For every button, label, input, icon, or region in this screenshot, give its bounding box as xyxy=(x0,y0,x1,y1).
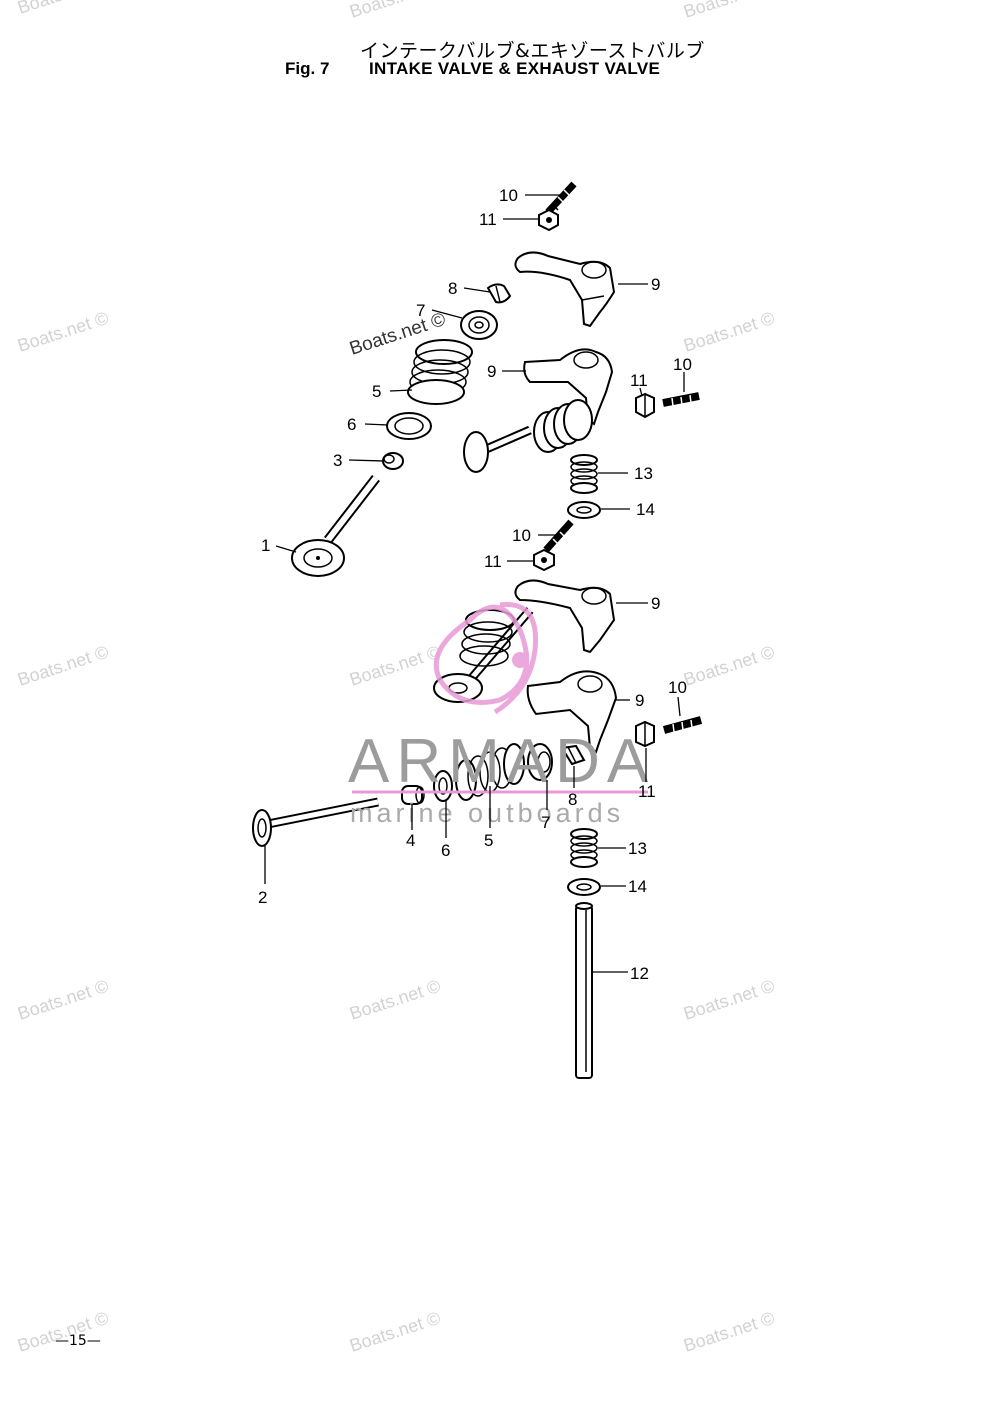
callout-10: 10 xyxy=(512,526,531,545)
armada-logo xyxy=(433,602,539,715)
callout-8: 8 xyxy=(568,790,577,809)
valve-cotter-lower xyxy=(560,744,586,766)
adjuster-screw-top xyxy=(545,181,577,215)
watermark-text: Boats.net © xyxy=(15,642,111,690)
push-rod xyxy=(575,902,593,1079)
leader-lines xyxy=(264,194,685,973)
callout-11: 11 xyxy=(630,371,648,390)
callout-10: 10 xyxy=(499,186,518,205)
washer-upper xyxy=(567,501,601,519)
callout-14: 14 xyxy=(636,500,655,519)
lock-nut-mid xyxy=(533,548,555,572)
adjuster-screw-mid xyxy=(543,519,574,553)
callout-4: 4 xyxy=(406,831,415,850)
exhaust-valve xyxy=(252,797,379,847)
washer-lower xyxy=(567,878,601,896)
callout-10: 10 xyxy=(673,355,692,374)
watermark-text: Boats.net © xyxy=(347,0,443,22)
watermark-text: Boats.net © xyxy=(681,0,777,22)
watermark-text: Boats.net © xyxy=(681,642,777,690)
callout-1: 1 xyxy=(261,536,270,555)
lock-nut-top xyxy=(538,208,559,232)
watermark-text: Boats.net © xyxy=(681,308,777,356)
valve-guide-intake xyxy=(382,452,404,470)
callout-9: 9 xyxy=(487,362,496,381)
callout-7: 7 xyxy=(541,813,550,832)
watermark-text: Boats.net © xyxy=(681,1308,777,1356)
callout-5: 5 xyxy=(484,831,493,850)
assembled-valve-lower xyxy=(433,607,534,703)
rocker-arm-upper-1 xyxy=(514,251,616,328)
brand-logo-text: ARMADA xyxy=(348,727,655,796)
brand-tagline: marine outboards xyxy=(350,798,624,828)
assembled-valve-upper xyxy=(463,399,593,473)
watermark-text: Boats.net © xyxy=(15,0,111,18)
callout-6: 6 xyxy=(441,841,450,860)
lock-nut-right-lower xyxy=(635,720,655,748)
rocker-arm-upper-2 xyxy=(523,348,614,426)
callout-9: 9 xyxy=(635,691,644,710)
rocker-arm-lower-1 xyxy=(514,579,616,654)
watermark-text: Boats.net © xyxy=(15,308,111,356)
watermark-text: Boats.net © xyxy=(347,1308,443,1356)
pushrod-spring-lower xyxy=(570,828,598,868)
title-japanese: インテークバルブ&エキゾーストバルブ xyxy=(360,40,705,62)
watermark-text: Boats.net © xyxy=(681,976,777,1024)
callout-11: 11 xyxy=(638,782,656,801)
watermark-layer: Boats.net © Boats.net © Boats.net © Boat… xyxy=(15,0,777,1356)
callout-9: 9 xyxy=(651,594,660,613)
adjuster-screw-right-upper xyxy=(662,392,700,407)
callout-6: 6 xyxy=(347,415,356,434)
valve-spring-upper xyxy=(407,339,473,405)
callout-12: 12 xyxy=(630,964,649,983)
callout-11: 11 xyxy=(479,210,497,229)
watermark-text: Boats.net © xyxy=(347,642,443,690)
page-number: —15— xyxy=(55,1333,101,1349)
callout-13: 13 xyxy=(628,839,647,858)
valve-spring-lower xyxy=(455,743,525,801)
title-english: INTAKE VALVE & EXHAUST VALVE xyxy=(369,59,661,78)
callout-10: 10 xyxy=(668,678,687,697)
figure-number: Fig. 7 xyxy=(285,59,330,78)
callout-13: 13 xyxy=(634,464,653,483)
callout-5: 5 xyxy=(372,382,381,401)
spring-retainer-lower xyxy=(527,743,553,781)
lock-nut-right-upper xyxy=(635,392,655,419)
callout-9: 9 xyxy=(651,275,660,294)
watermark-text: Boats.net © xyxy=(15,976,111,1024)
callout-2: 2 xyxy=(258,888,267,907)
watermark-text: Boats.net © xyxy=(347,976,443,1024)
callout-14: 14 xyxy=(628,877,647,896)
spring-retainer-upper xyxy=(460,310,498,340)
spring-seat-upper xyxy=(386,412,432,440)
callout-11: 11 xyxy=(484,552,502,571)
rocker-arm-lower-2 xyxy=(526,670,618,754)
callout-labels: 10 11 9 8 7 5 6 3 1 9 11 10 13 14 10 11 … xyxy=(258,186,692,983)
callout-7: 7 xyxy=(416,301,425,320)
pushrod-spring-upper xyxy=(570,454,598,494)
intake-valve xyxy=(291,474,380,577)
adjuster-screw-right-lower xyxy=(662,716,703,734)
callout-8: 8 xyxy=(448,279,457,298)
valve-cotter-upper xyxy=(486,283,512,304)
callout-3: 3 xyxy=(333,451,342,470)
